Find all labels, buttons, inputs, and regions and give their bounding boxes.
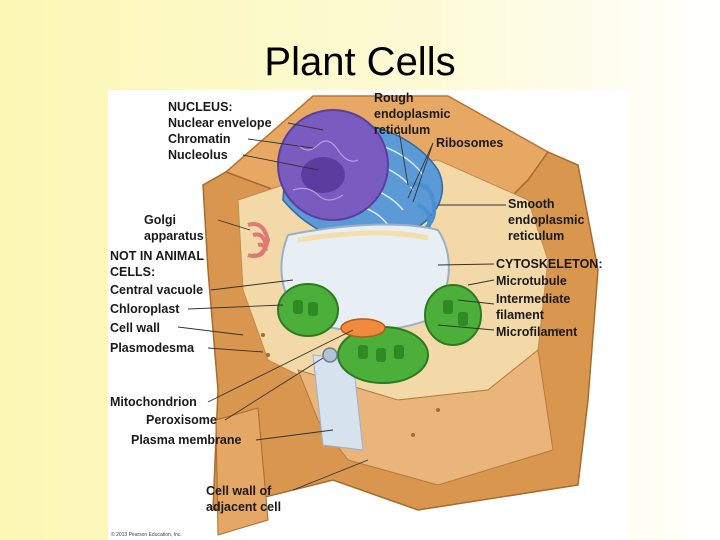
label-smooth-er-3: reticulum <box>508 229 565 243</box>
label-microtubule: Microtubule <box>496 274 567 288</box>
leader-lines <box>177 122 506 491</box>
label-not-in-animal-2: CELLS: <box>110 265 156 279</box>
peroxisome <box>322 347 338 363</box>
label-adjacent-2: adjacent cell <box>206 500 282 514</box>
label-rough-er-2: endoplasmic <box>374 107 451 121</box>
slide-title: Plant Cells <box>264 40 456 84</box>
label-golgi-1: Golgi <box>144 213 176 227</box>
label-smooth-er-1: Smooth <box>508 197 555 211</box>
label-intermediate-2: filament <box>496 308 544 322</box>
mitochondrion <box>340 318 386 338</box>
label-mitochondrion: Mitochondrion <box>110 395 197 409</box>
label-cell-wall: Cell wall <box>110 321 161 335</box>
plant-cell-figure: NUCLEUS: Nuclear envelope Chromatin Nucl… <box>108 90 628 540</box>
label-nucleolus: Nucleolus <box>168 148 228 162</box>
label-nucleus-heading: NUCLEUS: <box>168 100 233 114</box>
label-adjacent-1: Cell wall of <box>206 484 272 498</box>
label-microfilament: Microfilament <box>496 325 578 339</box>
copyright-notice: © 2013 Pearson Education, Inc. <box>111 532 182 538</box>
label-intermediate-1: Intermediate <box>496 292 571 306</box>
label-rough-er-3: reticulum <box>374 123 431 137</box>
nucleolus <box>301 157 345 193</box>
chromatin <box>292 140 359 201</box>
label-rough-er-1: Rough <box>374 91 414 105</box>
label-nuclear-envelope: Nuclear envelope <box>168 116 272 130</box>
smooth-er <box>407 182 437 232</box>
label-cytoskeleton-heading: CYTOSKELETON: <box>496 257 603 271</box>
label-central-vacuole: Central vacuole <box>110 283 204 297</box>
label-golgi-2: apparatus <box>144 229 204 243</box>
label-smooth-er-2: endoplasmic <box>508 213 585 227</box>
label-chromatin: Chromatin <box>168 132 231 146</box>
label-peroxisome: Peroxisome <box>146 413 217 427</box>
label-plasma-membrane: Plasma membrane <box>131 433 242 447</box>
plasmodesmata <box>261 328 560 437</box>
label-not-in-animal-1: NOT IN ANIMAL <box>110 249 204 263</box>
adjacent-cell-wall <box>215 407 269 536</box>
plant-cell-illustration <box>177 95 599 536</box>
label-ribosomes: Ribosomes <box>436 136 504 150</box>
label-chloroplast: Chloroplast <box>110 302 180 316</box>
label-plasmodesma: Plasmodesma <box>110 341 195 355</box>
chloroplast-2 <box>424 284 482 346</box>
grana <box>293 300 468 362</box>
golgi <box>247 222 271 258</box>
